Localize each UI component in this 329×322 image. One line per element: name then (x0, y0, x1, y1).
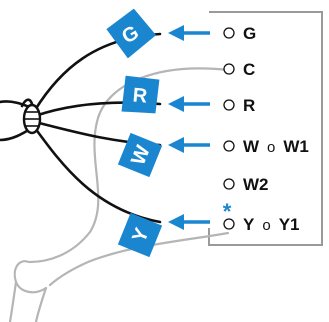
wire-tag-w: W (117, 132, 163, 178)
wire-tag-r: R (121, 75, 160, 114)
terminal-w-screw (223, 140, 235, 152)
terminal-r-screw (223, 99, 235, 111)
terminal-g-screw (223, 27, 235, 39)
wire-tag-g: G (106, 8, 157, 59)
terminal-c-screw (223, 63, 235, 75)
wire-bundle (22, 103, 42, 135)
wire-tag-y: Y (117, 212, 163, 258)
terminal-c-label: C (243, 60, 255, 79)
terminal-y-screw (223, 218, 235, 230)
terminal-y-label: Y o Y1 (243, 215, 299, 234)
wires (0, 32, 162, 224)
marker-asterisk: * (223, 199, 232, 224)
terminal-w2-screw (223, 178, 235, 190)
cable-jacket (8, 67, 230, 322)
wire-tag-r-label: R (132, 84, 149, 107)
arrow-g (168, 25, 210, 41)
arrow-w (168, 137, 210, 153)
arrows (168, 25, 210, 230)
thermostat-panel (208, 11, 323, 246)
terminal-w2-label: W2 (243, 175, 269, 194)
terminal-w-label: W o W1 (243, 137, 309, 156)
terminal-g-label: G (243, 24, 256, 43)
arrow-y (168, 214, 210, 230)
terminal-screws (223, 27, 235, 230)
terminal-r-label: R (243, 96, 255, 115)
arrow-r (168, 96, 210, 112)
